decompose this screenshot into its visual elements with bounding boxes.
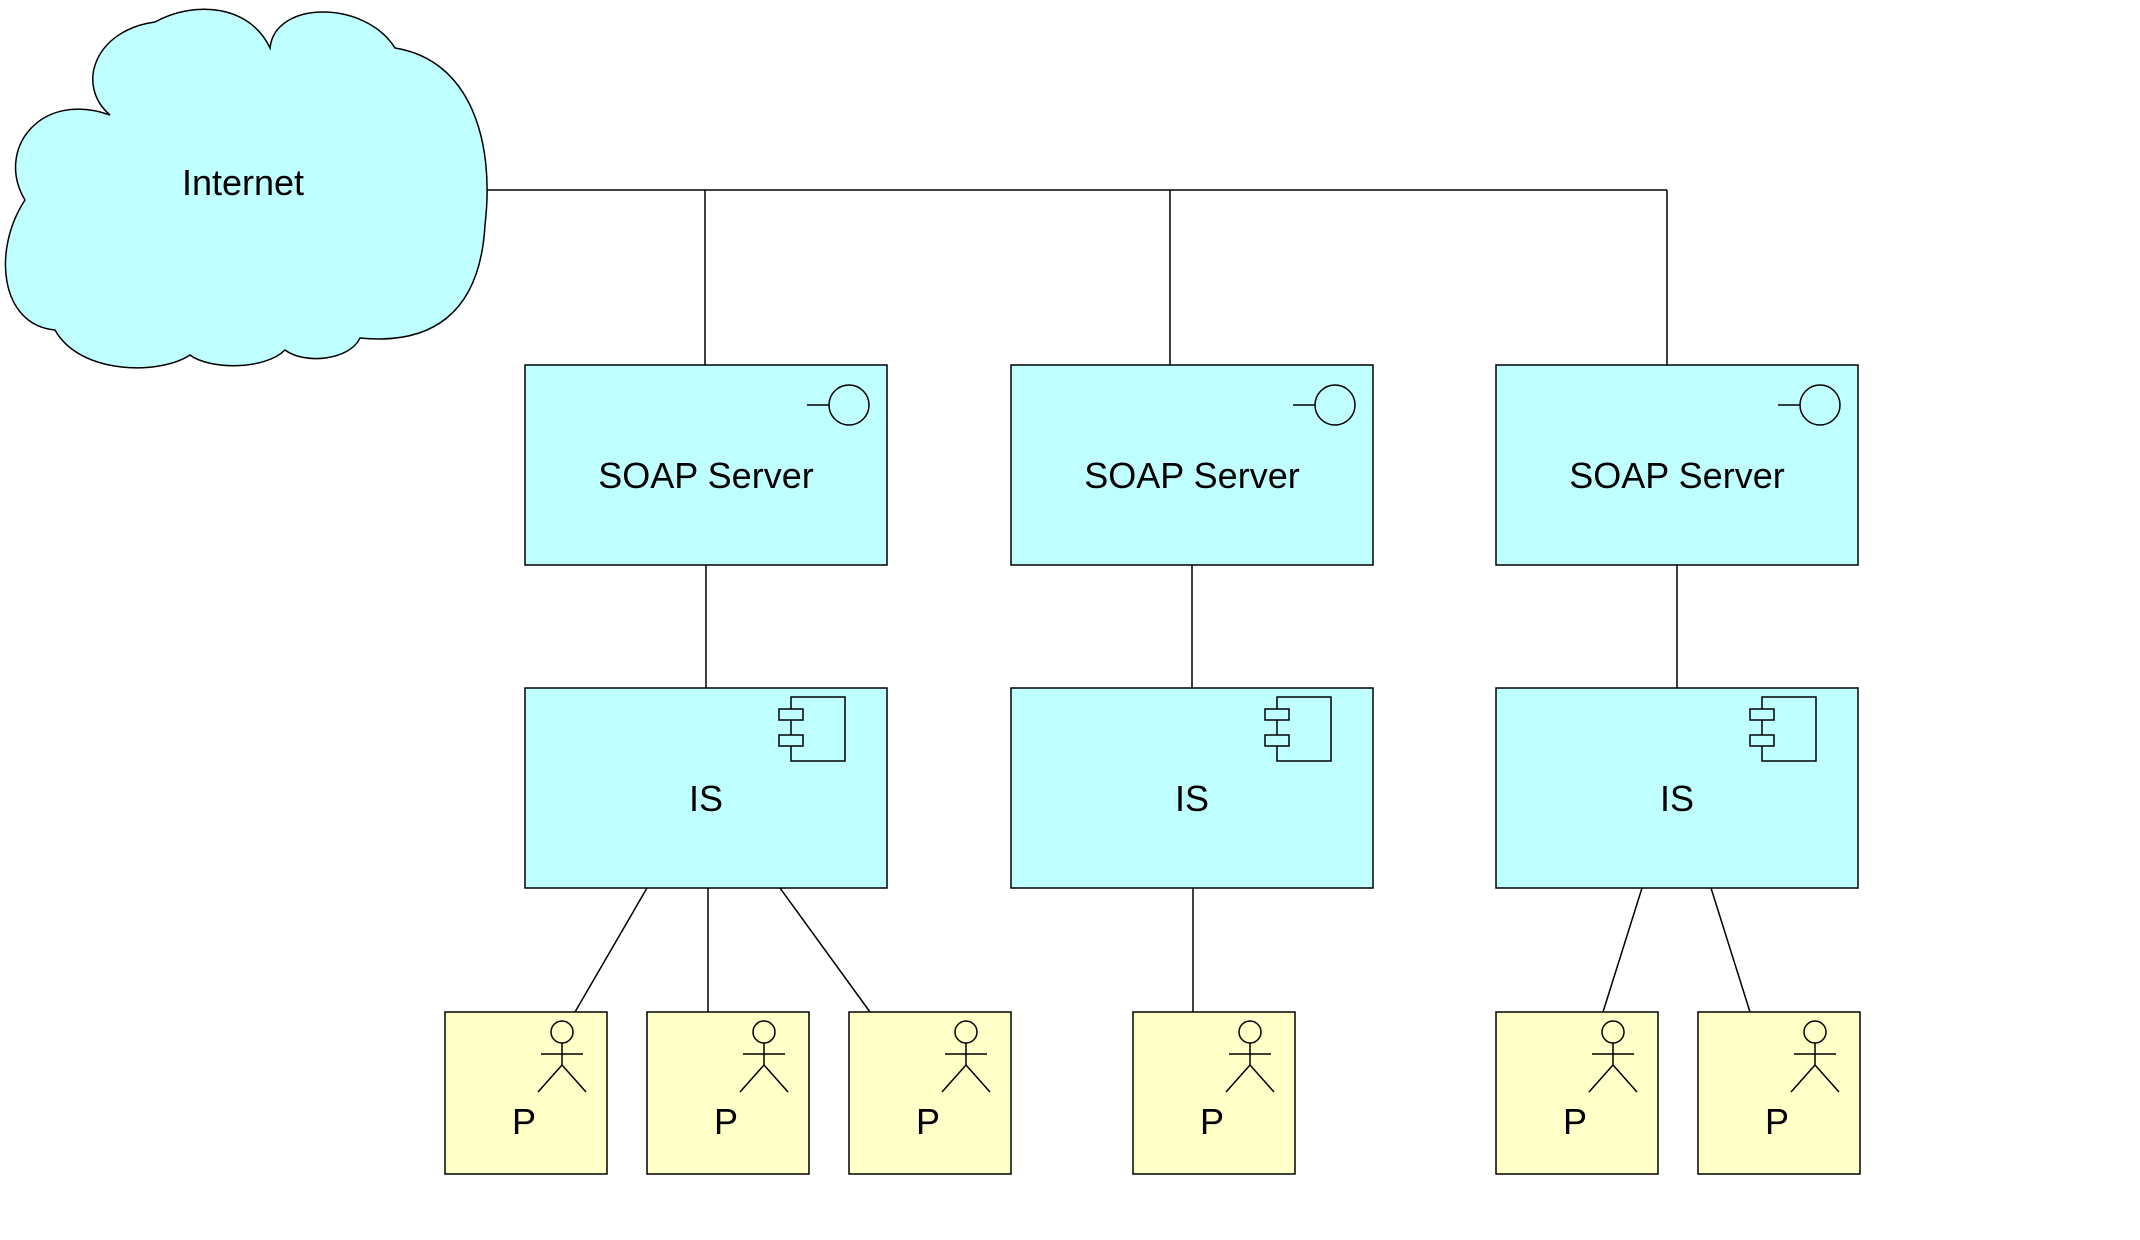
interface-lollipop-icon <box>807 384 870 426</box>
participant-node: P <box>646 1011 810 1175</box>
component-icon <box>1749 696 1817 762</box>
participant-label: P <box>1200 1101 1224 1142</box>
participant-node: P <box>1132 1011 1296 1175</box>
actor-icon <box>739 1020 789 1093</box>
is-node: IS <box>1010 687 1374 889</box>
participant-node: P <box>1495 1011 1659 1175</box>
is-to-participant-line <box>1710 887 1751 1013</box>
cloud-icon <box>4 8 488 369</box>
internet-cloud: Internet <box>4 8 488 369</box>
is-to-participant-line <box>1602 887 1643 1013</box>
actor-icon <box>537 1020 587 1093</box>
is-label: IS <box>1660 778 1694 819</box>
is-node: IS <box>1495 687 1859 889</box>
soap-server-label: SOAP Server <box>1569 455 1784 496</box>
component-icon <box>778 696 846 762</box>
participant-label: P <box>1765 1101 1789 1142</box>
participant-node: P <box>848 1011 1012 1175</box>
participant-node: P <box>444 1011 608 1175</box>
participant-label: P <box>512 1101 536 1142</box>
participant-label: P <box>916 1101 940 1142</box>
is-to-participant-line <box>779 887 871 1013</box>
soap-server-label: SOAP Server <box>1084 455 1299 496</box>
soap-server-label: SOAP Server <box>598 455 813 496</box>
soap-server-node: SOAP Server <box>524 364 888 566</box>
interface-lollipop-icon <box>1293 384 1356 426</box>
connectors <box>445 189 1751 1013</box>
actor-icon <box>1790 1020 1840 1093</box>
soap-server-node: SOAP Server <box>1495 364 1859 566</box>
actor-icon <box>941 1020 991 1093</box>
soap-server-node: SOAP Server <box>1010 364 1374 566</box>
participant-node: P <box>1697 1011 1861 1175</box>
component-icon <box>1264 696 1332 762</box>
actor-icon <box>1225 1020 1275 1093</box>
is-to-participant-line <box>574 887 648 1013</box>
is-label: IS <box>689 778 723 819</box>
interface-lollipop-icon <box>1778 384 1841 426</box>
cloud-label: Internet <box>182 162 304 203</box>
is-label: IS <box>1175 778 1209 819</box>
is-node: IS <box>524 687 888 889</box>
participant-label: P <box>714 1101 738 1142</box>
actor-icon <box>1588 1020 1638 1093</box>
participant-label: P <box>1563 1101 1587 1142</box>
